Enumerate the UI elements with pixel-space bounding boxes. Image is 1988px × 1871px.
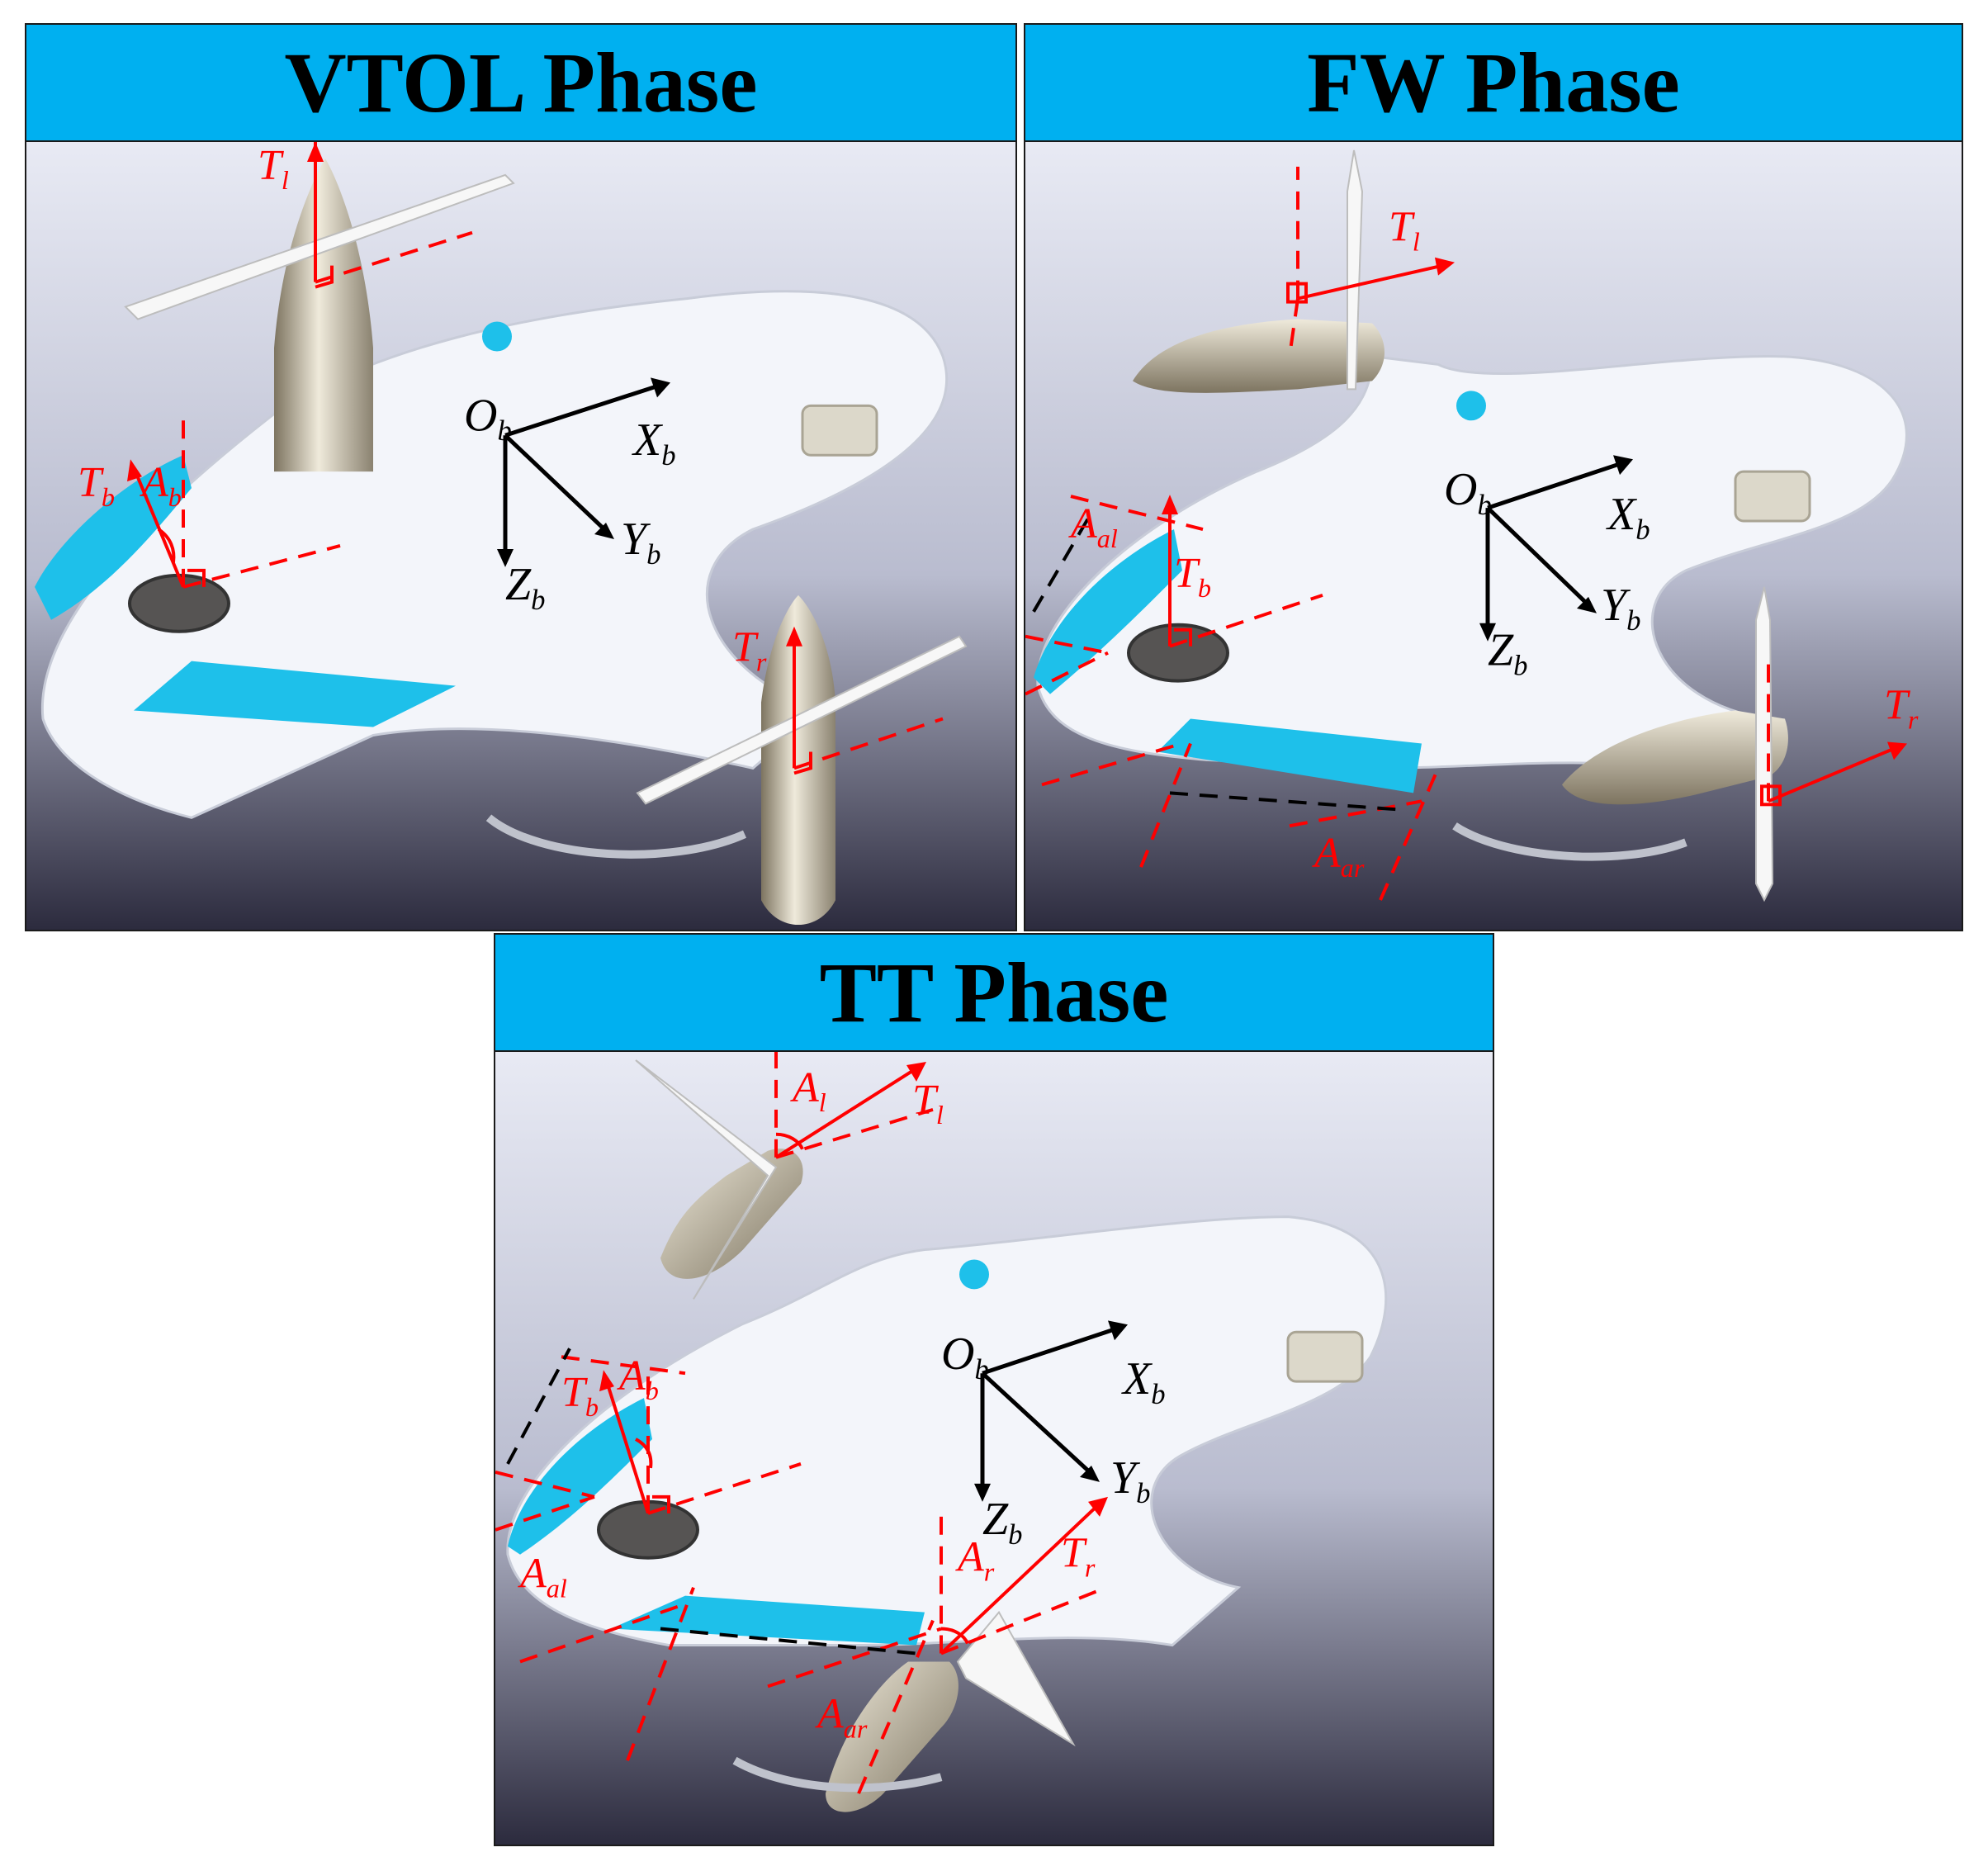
tr-label: Tr — [1061, 1530, 1096, 1583]
origin-label: Ob — [941, 1329, 989, 1385]
top-marker — [482, 321, 512, 352]
top-marker — [959, 1259, 989, 1290]
rear-aileron — [1157, 718, 1422, 793]
tr-label: Tr — [1884, 682, 1919, 735]
body-axes — [1479, 455, 1633, 642]
ab-label: Ab — [140, 459, 182, 512]
tl-label: Tl — [258, 142, 289, 195]
aar-label: Aar — [815, 1690, 868, 1743]
fw-scene: Ob Xb Yb Zb — [1025, 142, 1962, 930]
aal-label: Aal — [518, 1551, 567, 1603]
aileron-reference-lines — [506, 1348, 917, 1655]
thrust-annotations — [495, 1052, 1107, 1794]
right-motor-pod — [1562, 710, 1788, 805]
thrust-annotations — [1025, 166, 1897, 901]
rear-aileron — [134, 661, 456, 727]
ar-label: Ar — [955, 1534, 995, 1587]
thrust-annotations — [132, 142, 944, 775]
tt-panel-title: TT Phase — [495, 935, 1493, 1052]
tb-label: Tb — [1174, 550, 1211, 603]
tl-label: Tl — [912, 1077, 944, 1130]
y-axis-label: Yb — [621, 514, 661, 571]
al-label: Al — [790, 1064, 826, 1117]
right-propeller — [636, 635, 968, 805]
right-motor-pod — [826, 1661, 958, 1812]
left-propeller — [635, 1059, 778, 1300]
aircraft-body — [1036, 354, 1908, 779]
fw-panel: FW Phase — [1024, 23, 1963, 931]
ab-label: Ab — [617, 1352, 659, 1405]
tl-label: Tl — [1389, 204, 1420, 257]
aal-label: Aal — [1068, 500, 1118, 553]
right-motor-pod — [761, 594, 835, 926]
landing-skid — [1452, 822, 1687, 861]
z-axis-label: Zb — [1488, 625, 1528, 682]
tt-illustration: Ob Xb Yb Zb — [495, 1052, 1493, 1845]
right-propeller — [1755, 586, 1774, 902]
tt-panel: TT Phase — [494, 933, 1494, 1846]
body-fan — [1127, 623, 1229, 683]
x-axis-label: Xb — [1606, 489, 1650, 546]
nose-aileron — [35, 455, 192, 620]
tr-label: Tr — [732, 624, 767, 677]
tb-label: Tb — [78, 459, 115, 512]
rear-aileron — [611, 1595, 925, 1646]
origin-label: Ob — [464, 390, 512, 447]
vtol-illustration: Ob Xb Yb Zb — [26, 142, 1015, 930]
body-fan — [128, 573, 230, 633]
nose-aileron — [1034, 529, 1182, 694]
vtol-scene: Ob Xb Yb Zb — [26, 142, 1015, 930]
y-axis-label: Yb — [1110, 1452, 1151, 1509]
z-axis-label: Zb — [505, 559, 546, 616]
side-hatch — [1734, 470, 1811, 523]
tb-label: Tb — [561, 1369, 599, 1422]
right-propeller — [956, 1610, 1076, 1747]
aar-label: Aar — [1312, 830, 1365, 883]
vtol-panel: VTOL Phase — [25, 23, 1017, 931]
fw-panel-title: FW Phase — [1025, 25, 1962, 142]
nose-aileron — [508, 1398, 652, 1555]
landing-skid — [732, 1756, 943, 1793]
thrust-arrowheads — [127, 142, 802, 647]
left-motor-pod — [1133, 319, 1384, 393]
thrust-arrowheads — [599, 1061, 1108, 1517]
side-hatch — [1286, 1330, 1364, 1383]
vtol-panel-title: VTOL Phase — [26, 25, 1015, 142]
body-axes — [497, 377, 670, 567]
x-axis-label: Xb — [1121, 1353, 1166, 1410]
origin-label: Ob — [1444, 464, 1492, 521]
z-axis-label: Zb — [982, 1494, 1023, 1551]
x-axis-label: Xb — [632, 414, 676, 471]
left-propeller — [1347, 149, 1364, 391]
fw-illustration: Ob Xb Yb Zb — [1025, 142, 1962, 930]
side-hatch — [801, 404, 878, 457]
landing-skid — [485, 814, 747, 859]
aileron-reference-lines — [1032, 512, 1398, 812]
tt-scene: Ob Xb Yb Zb — [495, 1052, 1493, 1845]
body-axes — [974, 1320, 1128, 1502]
top-marker — [1456, 391, 1486, 421]
y-axis-label: Yb — [1601, 580, 1641, 637]
left-propeller — [124, 173, 515, 320]
